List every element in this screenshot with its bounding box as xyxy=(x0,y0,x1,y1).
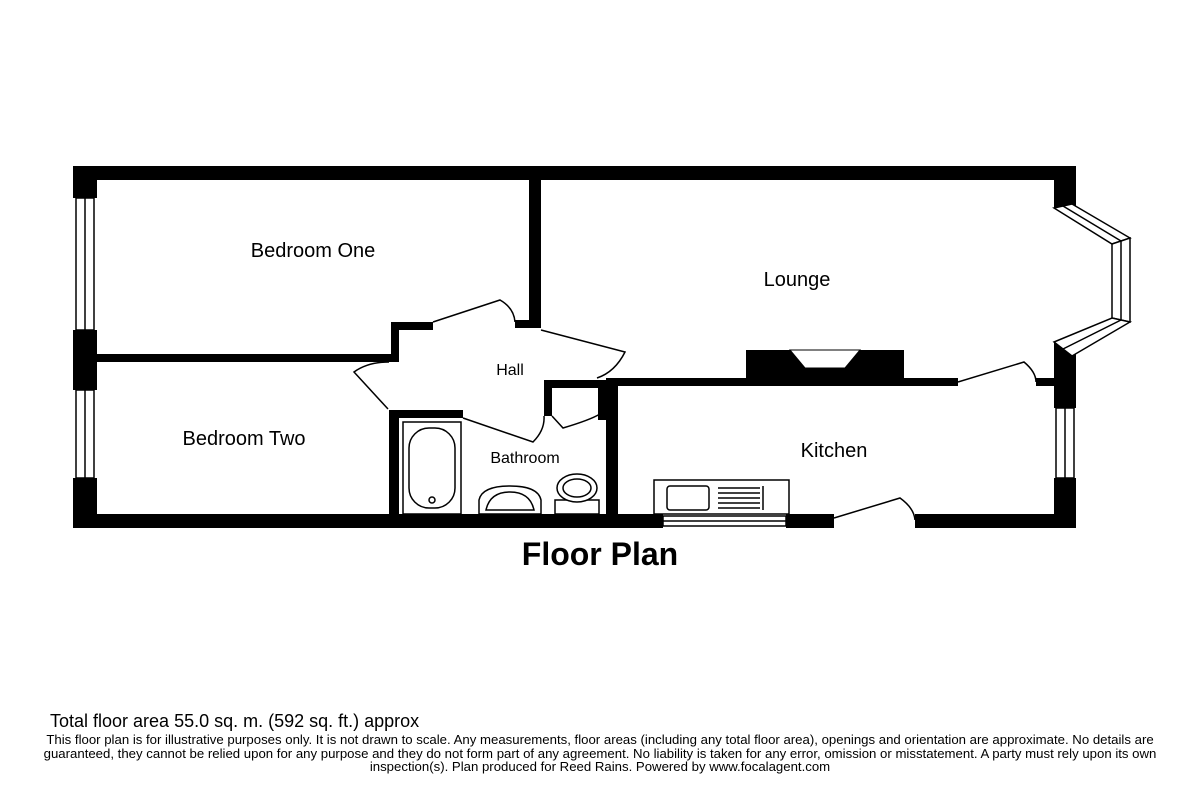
bay-window xyxy=(1052,203,1133,357)
windows xyxy=(75,197,1075,527)
door-airing-cupboard xyxy=(551,413,601,429)
room-label-kitchen: Kitchen xyxy=(801,440,868,462)
room-label-bathroom: Bathroom xyxy=(490,450,559,467)
interior-walls xyxy=(97,166,1060,520)
room-label-hall: Hall xyxy=(496,362,524,379)
chimney-breast xyxy=(746,349,904,384)
room-label-bedroom-one: Bedroom One xyxy=(251,240,376,262)
room-label-bedroom-two: Bedroom Two xyxy=(182,428,305,450)
bathroom-fixtures xyxy=(402,421,600,515)
door-bedroom-two xyxy=(352,361,390,410)
disclaimer-text: This floor plan is for illustrative purp… xyxy=(43,732,1157,774)
door-kitchen xyxy=(957,361,1037,383)
kitchen-sink xyxy=(653,479,790,515)
outer-walls xyxy=(73,166,1076,528)
door-bathroom xyxy=(462,415,545,443)
door-bedroom-one xyxy=(432,299,516,323)
door-lounge xyxy=(540,329,627,379)
plan-title: Floor Plan xyxy=(521,536,679,572)
door-rear xyxy=(833,497,916,521)
doors xyxy=(352,299,1037,521)
room-label-lounge: Lounge xyxy=(764,269,831,291)
total-floor-area: Total floor area 55.0 sq. m. (592 sq. ft… xyxy=(50,711,420,731)
